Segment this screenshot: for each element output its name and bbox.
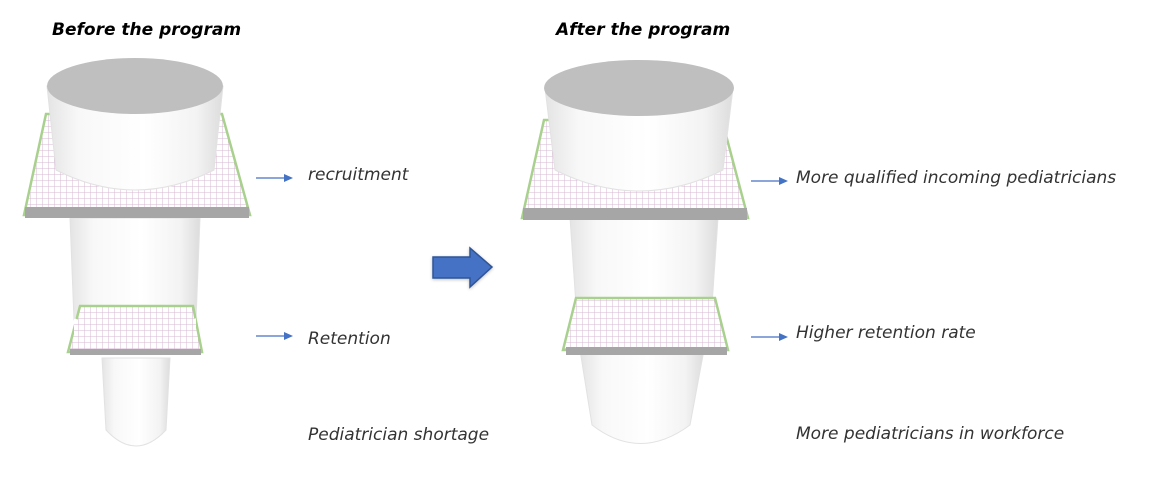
- before-title: Before the program: [52, 20, 242, 40]
- after-recruitment-label: More qualified incoming pediatricians: [796, 168, 1117, 188]
- before-funnel: [22, 58, 252, 447]
- after-funnel: [520, 60, 750, 444]
- after-funnel-stem: [579, 349, 705, 444]
- before-recruitment-label: recruitment: [308, 165, 409, 185]
- after-funnel-top-ellipse: [544, 60, 734, 116]
- after-title: After the program: [556, 20, 731, 40]
- before-retention-label: Retention: [308, 329, 391, 349]
- before-funnel-top-ellipse: [47, 58, 223, 114]
- after-retention-filter: [561, 296, 730, 355]
- before-funnel-top-cup: [46, 85, 224, 191]
- after-retention-connector: [751, 333, 788, 341]
- before-recruitment-connector: [256, 174, 293, 182]
- after-funnel-top-cup: [544, 87, 734, 192]
- before-retention-filter: [66, 304, 204, 355]
- after-retention-label: Higher retention rate: [796, 323, 976, 343]
- before-retention-connector: [256, 332, 293, 340]
- transition-arrow-icon: [432, 246, 494, 289]
- before-outcome-label: Pediatrician shortage: [308, 425, 490, 445]
- after-recruitment-connector: [751, 177, 788, 185]
- before-funnel-stem: [101, 357, 171, 447]
- after-outcome-label: More pediatricians in workforce: [796, 424, 1065, 444]
